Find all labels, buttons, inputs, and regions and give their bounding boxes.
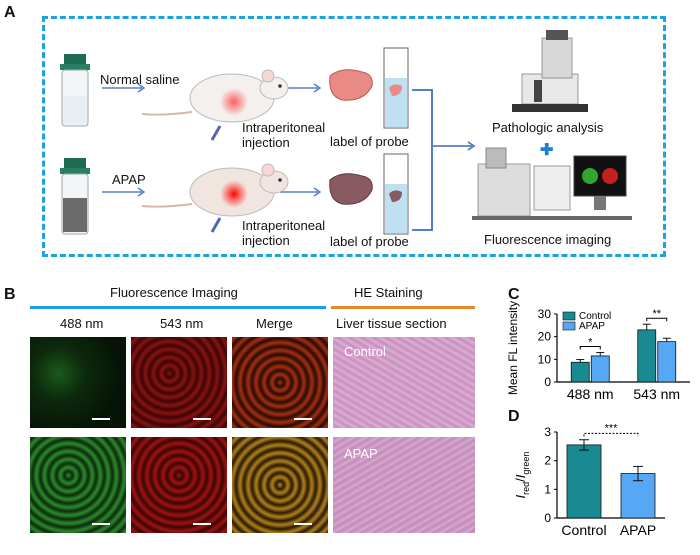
imaging-system-icon (472, 147, 632, 220)
col-488-label: 488 nm (60, 316, 104, 331)
tile-he-control (333, 337, 475, 428)
bar (637, 329, 657, 383)
y-axis-label-part: I (513, 474, 528, 478)
vial-apap-icon (383, 153, 409, 235)
plus-icon: ✚ (540, 142, 554, 159)
y-tick-label: 3 (544, 425, 551, 439)
x-tick-label: 543 nm (633, 386, 680, 402)
bar (590, 355, 610, 383)
significance-bracket (583, 432, 639, 437)
legend-swatch (562, 311, 576, 321)
legend-label: Control (579, 311, 611, 322)
y-tick-label: 2 (544, 454, 551, 468)
he-header-bar (331, 306, 475, 309)
y-axis-label: Ired/Igreen (513, 452, 531, 499)
panel-b-letter: B (4, 286, 16, 303)
bar (657, 341, 677, 383)
vial-control-icon (383, 47, 409, 129)
he-staining-header: HE Staining (354, 285, 423, 300)
legend-swatch (562, 321, 576, 331)
significance-label: * (588, 337, 593, 349)
microscope-icon (512, 30, 588, 112)
mouse-control-icon (141, 69, 289, 141)
fluorescence-imaging-label: Fluorescence imaging (484, 232, 612, 247)
tile-merge-apap (232, 437, 328, 533)
tile-543-apap (131, 437, 227, 533)
y-tick-label: 0 (544, 511, 551, 525)
col-merge-label: Merge (256, 316, 293, 331)
y-axis-label-part: / (513, 478, 528, 482)
normal-saline-label: Normal saline (100, 72, 180, 87)
apap-label: APAP (112, 172, 146, 187)
tile-488-control (30, 337, 126, 428)
liver-apap-icon (329, 173, 373, 205)
y-axis-label: Mean FL intensity (506, 301, 520, 395)
row-apap-label: APAP (344, 446, 378, 461)
tile-543-control (131, 337, 227, 428)
tube-apap-icon (60, 158, 90, 235)
tile-he-apap (333, 437, 475, 533)
significance-label: ** (652, 308, 661, 320)
y-axis-label-part: I (513, 494, 528, 498)
col-543-label: 543 nm (160, 316, 204, 331)
x-tick-label: 488 nm (567, 386, 614, 402)
y-axis-label-part: red (521, 482, 531, 495)
tile-488-apap (30, 437, 126, 533)
col-liver-label: Liver tissue section (336, 316, 447, 331)
legend-label: APAP (579, 321, 605, 332)
x-tick-label: Control (561, 522, 606, 538)
workflow-box (42, 16, 666, 257)
panel-c-letter: C (508, 286, 520, 303)
pathologic-analysis-label: Pathologic analysis (492, 120, 604, 135)
panel-a-letter: A (4, 4, 16, 21)
y-tick-label: 10 (538, 352, 552, 366)
y-tick-label: 0 (544, 375, 551, 389)
injection-bottom-label: Intraperitoneal injection (242, 218, 326, 248)
significance-bracket (579, 346, 601, 350)
y-tick-label: 30 (538, 307, 552, 321)
bar (566, 444, 602, 519)
fluorescence-header-bar (30, 306, 326, 309)
significance-label: *** (605, 422, 619, 434)
tube-saline-icon (60, 54, 90, 127)
liver-control-icon (329, 69, 373, 101)
injection-top-label: Intraperitoneal injection (242, 120, 326, 150)
fluorescence-imaging-header: Fluorescence Imaging (110, 285, 238, 300)
panel-d-letter: D (508, 408, 520, 425)
bar (570, 361, 590, 383)
chart-c: 0 10 20 30 Mean FL intensity * 488 nm ** 543 nm C… (506, 301, 690, 402)
mouse-apap-icon (141, 163, 289, 233)
tile-merge-control (232, 337, 328, 428)
row-control-label: Control (344, 344, 386, 359)
workflow-illustration (60, 30, 632, 235)
significance-bracket (646, 317, 668, 322)
y-axis-label-part: green (521, 452, 531, 475)
label-probe-top: label of probe (330, 134, 409, 149)
y-tick-label: 20 (538, 330, 552, 344)
y-tick-label: 1 (544, 482, 551, 496)
x-tick-label: APAP (620, 522, 656, 538)
label-probe-bottom: label of probe (330, 234, 409, 249)
